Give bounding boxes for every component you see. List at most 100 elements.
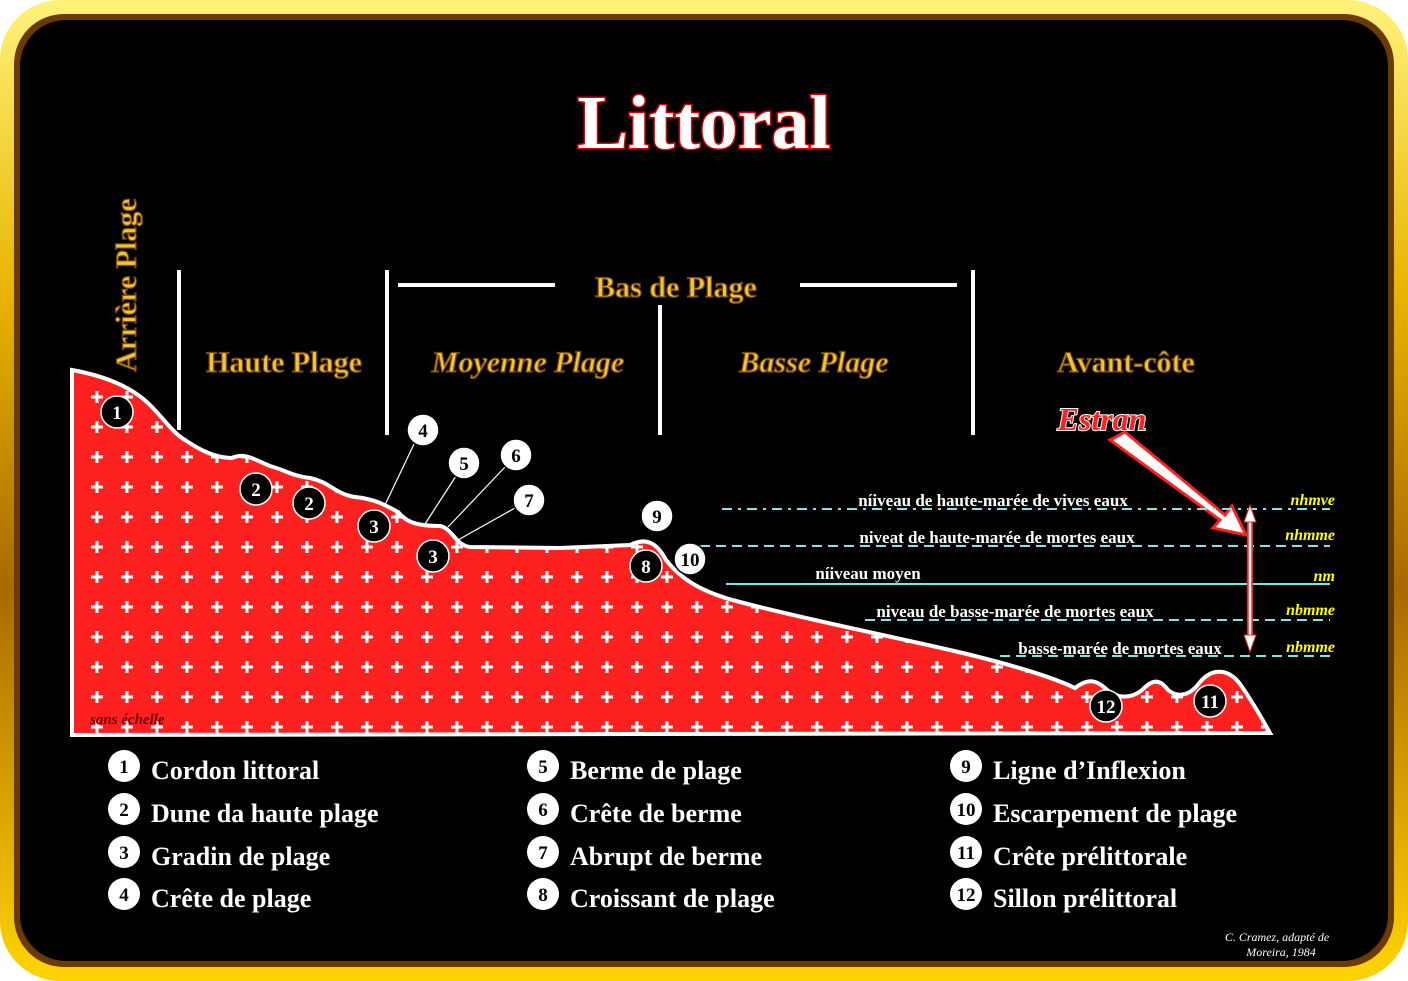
marker-number: 11 xyxy=(1201,692,1219,713)
zone-bas-de-plage: Bas de Plage xyxy=(595,271,757,304)
legend-label: Cordon littoral xyxy=(151,756,319,785)
legend-label: Escarpement de plage xyxy=(993,799,1237,828)
marker-circle xyxy=(629,549,663,583)
legend-number: 2 xyxy=(119,800,129,821)
level-label-nhmme: niveat de haute-marée de mortes eaux xyxy=(859,528,1135,547)
level-label-bmme: basse-marée de mortes eaux xyxy=(1018,639,1222,658)
legend-number-circle xyxy=(950,793,982,825)
marker-2: 2 xyxy=(239,472,273,506)
level-label-nhmve: níiveau de haute-marée de vives eaux xyxy=(858,491,1128,510)
legend-item: 2 Dune da haute plage xyxy=(108,793,379,828)
marker-number: 3 xyxy=(428,547,438,568)
marker-number: 3 xyxy=(369,517,379,538)
legend-number-circle xyxy=(950,836,982,868)
legend-number: 4 xyxy=(119,885,129,906)
level-abbr-nm: nm xyxy=(1314,568,1335,585)
zone-dividers xyxy=(177,270,975,435)
estran-arrow xyxy=(1107,430,1249,538)
legend-number: 6 xyxy=(538,800,548,821)
marker-number: 6 xyxy=(511,446,521,467)
legend-number-circle xyxy=(527,878,559,910)
legend-number-circle xyxy=(108,750,140,782)
marker-number: 4 xyxy=(418,421,428,442)
marker-10: 10 xyxy=(673,542,707,576)
marker-5: 5 xyxy=(447,446,481,480)
legend-number-circle xyxy=(108,793,140,825)
credit-line-2: Moreira, 1984 xyxy=(1245,945,1316,959)
marker-3: 3 xyxy=(357,509,391,543)
marker-number: 2 xyxy=(251,480,261,501)
leader-lines xyxy=(384,441,516,541)
legend-number: 1 xyxy=(119,757,129,778)
marker-8: 8 xyxy=(629,549,663,583)
marker-circle xyxy=(1089,689,1123,723)
legend-item: 7 Abrupt de berme xyxy=(527,836,762,871)
legend-number: 8 xyxy=(538,885,548,906)
legend-label: Berme de plage xyxy=(570,756,742,785)
tidal-range-arrow xyxy=(1243,503,1257,654)
legend-number: 12 xyxy=(957,885,976,906)
marker-circle xyxy=(512,483,546,517)
legend-number-circle xyxy=(950,878,982,910)
legend-label: Ligne d’Inflexion xyxy=(993,756,1186,785)
marker-4: 4 xyxy=(406,413,440,447)
legend-number: 9 xyxy=(961,757,971,778)
marker-circle xyxy=(292,486,326,520)
level-label-nbmme: niveau de basse-marée de mortes eaux xyxy=(876,602,1154,621)
legend-label: Crête de berme xyxy=(570,799,742,828)
marker-circle xyxy=(357,509,391,543)
legend-number-circle xyxy=(527,836,559,868)
zone-estran: Estran xyxy=(1057,401,1147,437)
scale-note: sans échelle xyxy=(89,712,165,728)
legend-item: 9 Ligne d’Inflexion xyxy=(950,750,1186,785)
legend-item: 3 Gradin de plage xyxy=(108,836,330,871)
marker-7: 7 xyxy=(512,483,546,517)
legend-number-circle xyxy=(950,750,982,782)
legend-number-circle xyxy=(527,793,559,825)
level-abbr-bmme: nbmme xyxy=(1286,639,1335,656)
marker-6: 6 xyxy=(499,438,533,472)
legend-item: 8 Croissant de plage xyxy=(527,878,775,913)
marker-number: 1 xyxy=(112,403,122,424)
marker-circle xyxy=(640,499,674,533)
zone-arriere-plage: Arrière Plage xyxy=(110,198,143,372)
marker-circle xyxy=(447,446,481,480)
legend-item: 11 Crête prélittorale xyxy=(950,836,1187,871)
marker-number: 7 xyxy=(524,491,534,512)
marker-2: 2 xyxy=(292,486,326,520)
legend-number-circle xyxy=(108,878,140,910)
legend-number: 5 xyxy=(538,757,548,778)
legend-number: 7 xyxy=(538,843,548,864)
legend-number: 11 xyxy=(957,843,975,864)
zone-haute-plage: Haute Plage xyxy=(206,346,362,379)
zone-basse-plage: Basse Plage xyxy=(738,346,888,379)
legend-label: Crête de plage xyxy=(151,884,311,913)
marker-11: 11 xyxy=(1193,684,1227,718)
profile-cross-pattern xyxy=(72,370,1270,735)
marker-circle xyxy=(100,395,134,429)
legend-label: Dune da haute plage xyxy=(151,799,379,828)
level-abbr-nhmve: nhmve xyxy=(1291,492,1335,509)
legend-item: 1 Cordon littoral xyxy=(108,750,319,785)
level-label-nm: níiveau moyen xyxy=(815,564,921,583)
legend-item: 6 Crête de berme xyxy=(527,793,742,828)
legend-label: Abrupt de berme xyxy=(570,842,762,871)
page-title: Littoral xyxy=(577,81,830,165)
credit-line-1: C. Cramez, adapté de xyxy=(1225,930,1330,944)
marker-number: 9 xyxy=(652,507,662,528)
legend-item: 5 Berme de plage xyxy=(527,750,742,785)
legend-number: 3 xyxy=(119,843,129,864)
marker-circle xyxy=(406,413,440,447)
marker-number: 2 xyxy=(304,494,314,515)
legend-item: 4 Crête de plage xyxy=(108,878,311,913)
marker-number: 5 xyxy=(459,454,469,475)
legend-label: Gradin de plage xyxy=(151,842,330,871)
marker-3: 3 xyxy=(416,539,450,573)
legend-label: Croissant de plage xyxy=(570,884,775,913)
marker-circle xyxy=(499,438,533,472)
legend-label: Crête prélittorale xyxy=(993,842,1187,871)
